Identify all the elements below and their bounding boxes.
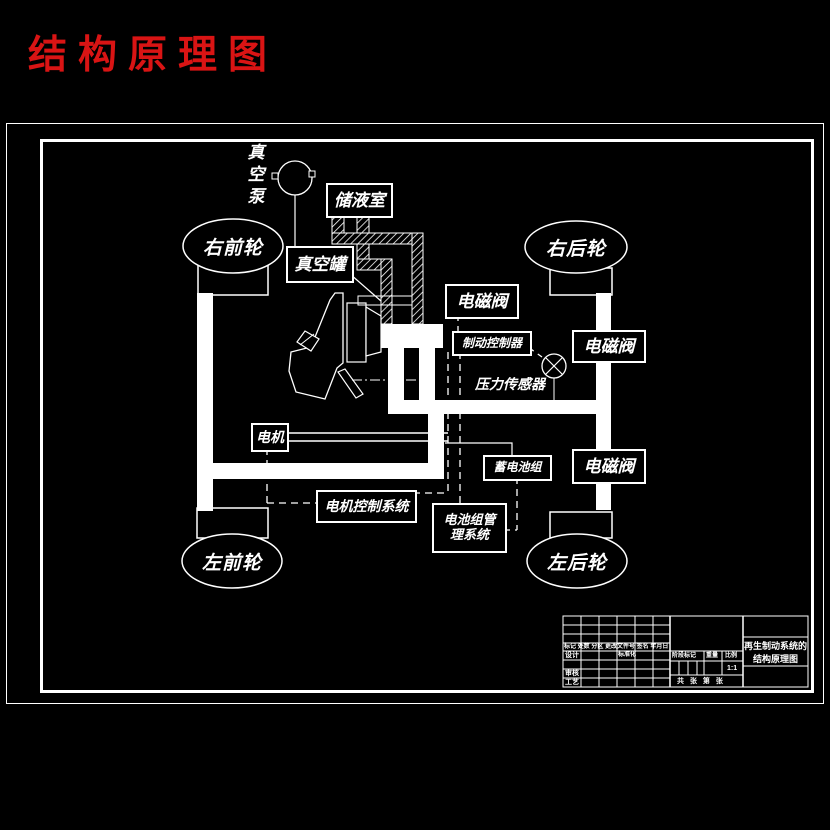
inner-border	[40, 139, 814, 693]
booster-cone	[365, 305, 382, 357]
solenoid-valve-box-2: 电磁阀	[572, 330, 646, 363]
wheel-front-left-label: 左前轮	[201, 552, 262, 574]
pump-port-left	[271, 172, 279, 180]
tb-scale: 比例	[725, 653, 738, 659]
pipe-main-horizontal	[388, 400, 610, 414]
wheel-front-left	[181, 533, 283, 589]
tb-process: 工艺	[565, 679, 579, 686]
solenoid-valve-box-1: 电磁阀	[445, 284, 519, 319]
battery-feed-line	[445, 442, 513, 456]
vacuum-pump-label: 真空泵	[247, 143, 265, 206]
outer-border	[6, 123, 824, 704]
mc-output-left	[388, 348, 404, 401]
brake-pedal-arm	[288, 292, 344, 400]
solenoid-valve-box-3: 电磁阀	[572, 449, 646, 484]
tank-to-booster-line	[349, 273, 382, 302]
mc-output-right	[419, 348, 435, 401]
vacuum-pipe-3	[411, 232, 424, 325]
tb-drawing-title: 再生制动系统的 结构原理图	[744, 640, 807, 666]
wheel-front-right	[182, 218, 284, 274]
wheel-rear-right-label: 右后轮	[545, 238, 606, 260]
vacuum-pipe-4	[380, 258, 393, 325]
tb-review: 审核	[565, 670, 579, 677]
pedal-pad-line	[299, 333, 315, 346]
motor-control-box: 电机控制系统	[316, 490, 417, 523]
wheel-rear-right	[524, 220, 628, 274]
brake-controller-box: 制动控制器	[452, 331, 532, 356]
tb-scale-value: 1:1	[727, 665, 738, 672]
tb-revision-header: 标记 处数 分区 更改文件号 签名 年月日	[564, 644, 669, 650]
pipe-connector-vertical	[428, 414, 444, 463]
pressure-sensor-label: 压力传感器	[475, 375, 545, 392]
vacuum-pipe-h1	[331, 232, 424, 245]
pump-port-right	[308, 170, 316, 178]
pipe-lower-horizontal	[213, 463, 444, 479]
vacuum-tank-box: 真空罐	[286, 246, 354, 283]
battery-pack-box: 蓄电池组	[483, 455, 552, 481]
battery-mgmt-line2: 理系统	[449, 527, 489, 542]
stem-front-left	[196, 507, 269, 539]
motor-box: 电机	[251, 423, 289, 452]
pedal-strut	[337, 368, 364, 399]
tb-drawing-title-line1: 再生制动系统的	[744, 641, 808, 651]
booster-body	[346, 302, 367, 363]
tb-weight: 重量	[706, 653, 719, 659]
tb-drawing-title-line2: 结构原理图	[752, 654, 798, 664]
wheel-front-right-label: 右前轮	[202, 237, 263, 259]
tb-standardization: 标准化	[618, 652, 637, 658]
brake-pedal-pad	[296, 330, 320, 352]
tb-stage-mark: 阶段标记	[672, 653, 697, 659]
wheel-rear-left	[526, 533, 628, 589]
reservoir-box: 储液室	[326, 183, 393, 218]
battery-mgmt-line1: 电池组管	[443, 512, 496, 528]
pipe-left-vertical	[197, 293, 213, 511]
sensor-x2	[545, 357, 563, 375]
tb-sheet-info: 共 张 第 张	[677, 678, 725, 685]
page-title: 结构原理图	[28, 32, 279, 78]
tb-design: 设计	[565, 652, 579, 659]
vacuum-pump-symbol	[277, 160, 313, 196]
booster-mount	[357, 295, 413, 306]
wheel-rear-left-label: 左后轮	[546, 552, 607, 574]
master-cylinder-block	[381, 324, 443, 348]
battery-mgmt-box: 电池组管 理系统	[432, 503, 507, 553]
